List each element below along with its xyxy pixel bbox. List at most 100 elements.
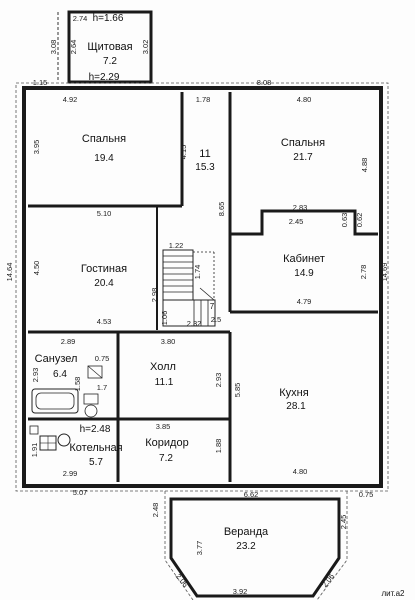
room-name: Коридор (145, 437, 188, 449)
room-name: Кухня (279, 387, 308, 399)
veranda-outline (169, 497, 341, 598)
dimension-label: 2.78 (359, 265, 368, 280)
room-name: Спальня (82, 133, 126, 145)
dimension-label: 2.06 (174, 572, 190, 589)
room-labels: Щитовая 7.2 Спальня 19.4 Спальня 21.7 11… (35, 41, 326, 552)
dimension-label: 2.74 (73, 14, 88, 23)
height-labels: h=1.66 h=2.29 h=2.48 (80, 13, 124, 435)
dimension-label: 3.08 (49, 40, 58, 55)
dimension-label: 2.64 (69, 40, 78, 55)
dimension-label: 3.02 (141, 40, 150, 55)
dimension-label: 1.06 (160, 311, 169, 326)
staircase (162, 249, 216, 327)
room-name: Щитовая (87, 41, 132, 53)
dimension-label: 2.93 (214, 373, 223, 388)
dimension-label: 4.80 (297, 95, 312, 104)
toilet (83, 393, 99, 418)
dimension-label: 2.45 (339, 515, 348, 530)
room-area: 5.7 (89, 457, 103, 468)
dimension-label: 4.15 (179, 145, 188, 160)
height-label: h=2.48 (80, 424, 111, 435)
veranda-dashed-right (316, 491, 348, 600)
dimension-label: 2.45 (289, 217, 304, 226)
dimension-label: 5.10 (97, 209, 112, 218)
dimension-label: 2.06 (320, 572, 336, 589)
room-area: 23.2 (236, 541, 256, 552)
bathtub (31, 388, 79, 414)
dimension-label: 2.89 (61, 337, 76, 346)
dimension-label: 2.99 (63, 469, 78, 478)
dimension-label: 0.75 (359, 490, 374, 499)
dimension-label: 8.08 (257, 78, 272, 87)
dimension-label: 4.88 (360, 158, 369, 173)
wall-exterior-dashed (15, 82, 389, 492)
dimension-label: 5.07 (73, 488, 88, 497)
room-name: Спальня (281, 137, 325, 149)
dimension-label: 2.48 (151, 503, 160, 518)
dimension-label: 2.32 (187, 319, 202, 328)
dimension-label: 3.80 (161, 337, 176, 346)
dimension-labels: 2.74 1.15 8.08 4.92 1.78 4.80 2.83 2.45 … (5, 14, 389, 596)
dimension-label: 0.62 (355, 213, 364, 228)
dimension-label: 2.98 (150, 288, 159, 303)
dimension-label: 0.75 (95, 354, 110, 363)
room-area: 11.1 (155, 377, 174, 388)
room-name: Котельная (69, 442, 122, 454)
room-area: 15.3 (195, 162, 215, 173)
dimension-label: 8.65 (217, 202, 226, 217)
dimension-label: 3.77 (195, 541, 204, 556)
dimension-label: 1.78 (196, 95, 211, 104)
dimension-label: 0.63 (340, 213, 349, 228)
fixtures (29, 249, 216, 451)
veranda-dashed (164, 491, 194, 600)
dimension-label: 14.69 (380, 263, 389, 282)
room-area: 20.4 (94, 278, 114, 289)
sink (87, 365, 103, 379)
dimension-label: 4.50 (32, 261, 41, 276)
dimension-label: 1.7 (97, 383, 107, 392)
wall-shchitovaya (67, 10, 153, 84)
dimension-label: 4.92 (63, 95, 78, 104)
height-label: h=1.66 (93, 13, 124, 24)
dimension-label: 14.64 (5, 263, 14, 282)
room-area: 28.1 (286, 401, 306, 412)
room-name: Санузел (35, 353, 78, 365)
kitchen-stove (29, 425, 39, 435)
dimension-label: 3.95 (32, 140, 41, 155)
room-area: 7.2 (103, 56, 117, 67)
walls (15, 10, 389, 492)
room-name: Кабинет (283, 253, 325, 265)
room-name: Гостиная (81, 263, 127, 275)
dimension-label: 5.85 (233, 383, 242, 398)
dimension-label: 2.93 (31, 368, 40, 383)
dimension-label: 1.22 (169, 241, 184, 250)
dimension-label: 4.79 (297, 297, 312, 306)
room-area: 19.4 (94, 153, 114, 164)
room-area: 14.9 (294, 268, 314, 279)
room-name: Холл (150, 361, 176, 373)
wall-spalnya-kabinet (230, 209, 378, 236)
dimension-label: 1.91 (30, 443, 39, 458)
boiler (39, 435, 57, 451)
wall-exterior (22, 86, 383, 488)
dimension-label: 6.62 (244, 490, 259, 499)
dimension-label: 1.88 (214, 439, 223, 454)
room-area: 6.4 (53, 369, 67, 380)
room-name: Веранда (224, 526, 269, 538)
dimension-label: 1.58 (73, 377, 82, 392)
dimension-label: 3.92 (233, 587, 248, 596)
stair-number: 7 (210, 302, 215, 311)
dimension-label: 2.83 (293, 203, 308, 212)
dimension-label: 2.5 (211, 315, 221, 324)
dimension-label: 4.53 (97, 317, 112, 326)
veranda-walls (164, 491, 348, 600)
room-name: 11 (199, 148, 210, 160)
sheet-label: лит.а2 (381, 589, 405, 598)
dimension-label: 4.80 (293, 467, 308, 476)
room-area: 21.7 (293, 152, 313, 163)
dimension-label: 1.74 (193, 265, 202, 280)
room-area: 7.2 (159, 453, 173, 464)
gas-meter (57, 433, 71, 447)
